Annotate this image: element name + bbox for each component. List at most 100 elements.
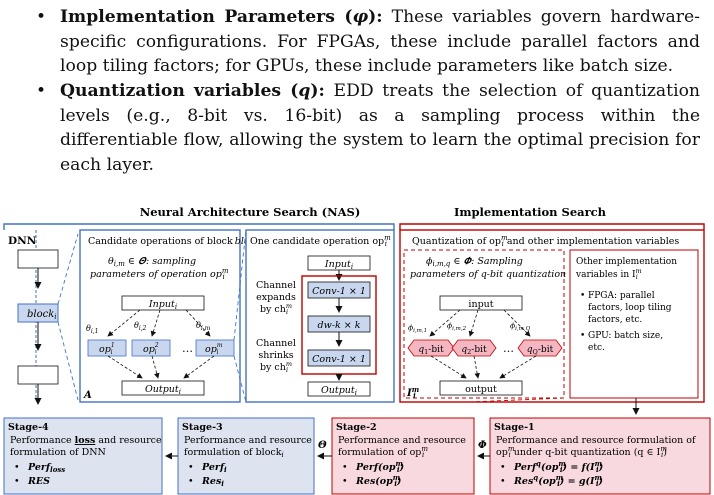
svg-text:•: • bbox=[500, 476, 506, 487]
q1-bit-node bbox=[407, 339, 455, 357]
quant-output-box bbox=[439, 380, 523, 396]
svg-text:Channel: Channel bbox=[256, 338, 296, 349]
svg-text:qQ-bit: qQ-bit bbox=[527, 345, 554, 356]
bullet-dot: • bbox=[36, 7, 47, 27]
quant-input-box bbox=[439, 295, 523, 311]
svg-text:expands: expands bbox=[256, 292, 296, 303]
nas-bracket bbox=[3, 223, 395, 230]
candidate-op-2 bbox=[131, 339, 171, 357]
svg-text:ϕi,m,1: ϕi,m,1 bbox=[408, 323, 427, 334]
svg-text:formulation of DNN: formulation of DNN bbox=[10, 447, 106, 458]
svg-text:ϕi,m,Q: ϕi,m,Q bbox=[510, 321, 531, 332]
bullet-text: These variables govern hardware-specific… bbox=[60, 7, 700, 77]
svg-text:Outputi: Outputi bbox=[321, 385, 357, 397]
svg-text:Performance and resource: Performance and resource bbox=[338, 435, 466, 446]
svg-text:•: • bbox=[580, 291, 585, 301]
svg-text:A: A bbox=[83, 390, 92, 401]
svg-text:•: • bbox=[188, 462, 194, 473]
svg-text:Perfi: Perfi bbox=[201, 462, 227, 474]
svg-text:…: … bbox=[503, 342, 514, 355]
bullet-quantization-variables: • Quantization variables (q): EDD treats… bbox=[36, 79, 700, 177]
svg-text:ϕi,m,2: ϕi,m,2 bbox=[447, 321, 467, 332]
svg-text:θi,m ∈ 𝜣: sampling: θi,m ∈ 𝜣: sampling bbox=[108, 256, 196, 268]
candidate-op-m bbox=[195, 339, 235, 357]
svg-text:formulation of blocki: formulation of blocki bbox=[184, 447, 284, 459]
svg-text:dw-k × k: dw-k × k bbox=[318, 320, 361, 331]
svg-text:output: output bbox=[465, 384, 497, 395]
svg-text:Inputi: Inputi bbox=[148, 299, 177, 311]
svg-text:Candidate operations of blockb: Candidate operations of blockblocki bbox=[88, 236, 264, 248]
theta-arrow-label: 𝜣 bbox=[318, 440, 327, 451]
q2-bit-node bbox=[451, 339, 497, 357]
svg-text:Perfloss: Perfloss bbox=[27, 462, 65, 474]
svg-text:•: • bbox=[342, 476, 348, 487]
svg-text:Imi: Imi bbox=[406, 385, 419, 400]
impl-title: Implementation Search bbox=[454, 205, 607, 219]
phi-arrow-label: 𝜱 bbox=[478, 440, 487, 451]
svg-text:θi,1: θi,1 bbox=[86, 324, 98, 335]
svg-text:Performance and resource: Performance and resource bbox=[184, 435, 312, 446]
svg-text:Performance loss and resource: Performance loss and resource bbox=[10, 435, 162, 446]
svg-text:•: • bbox=[188, 476, 194, 487]
svg-text:Stage-2: Stage-2 bbox=[336, 422, 377, 433]
svg-text:ϕi,m,q ∈ 𝜱: Sampling: ϕi,m,q ∈ 𝜱: Sampling bbox=[426, 256, 523, 268]
dnn-column: DNN blocki bbox=[8, 230, 59, 405]
dnn-label: DNN bbox=[8, 235, 37, 247]
candidate-input-box bbox=[121, 295, 205, 311]
stage-2-box: Stage-2 Performance and resource formula… bbox=[331, 417, 475, 495]
candidate-op-1 bbox=[87, 339, 127, 357]
stage-3-box: Stage-3 Performance and resource formula… bbox=[177, 417, 315, 495]
svg-text:Other implementation: Other implementation bbox=[576, 257, 677, 267]
svg-text:•: • bbox=[14, 462, 20, 473]
svg-text:θi,2: θi,2 bbox=[134, 321, 147, 332]
svg-text:Conv-1 × 1: Conv-1 × 1 bbox=[312, 286, 366, 297]
bullet-implementation-parameters: • Implementation Parameters (φ): These v… bbox=[36, 5, 700, 79]
svg-text:RES: RES bbox=[27, 476, 50, 487]
svg-text:Stage-3: Stage-3 bbox=[182, 422, 223, 433]
svg-text:factors, etc.: factors, etc. bbox=[588, 315, 642, 325]
svg-text:Performance and resource formu: Performance and resource formulation of bbox=[496, 435, 697, 446]
svg-text:factors, loop tiling: factors, loop tiling bbox=[588, 303, 672, 313]
svg-text:•: • bbox=[580, 331, 585, 341]
svg-text:•: • bbox=[14, 476, 20, 487]
edd-framework-figure: Neural Architecture Search (NAS) Impleme… bbox=[3, 205, 711, 495]
svg-text:Channel: Channel bbox=[256, 280, 296, 291]
qQ-bit-node bbox=[517, 339, 563, 357]
svg-text:input: input bbox=[468, 299, 493, 310]
svg-text:q2-bit: q2-bit bbox=[461, 345, 487, 356]
candidate-output-box bbox=[121, 380, 205, 396]
stage-4-box: Stage-4 Performance loss and resource fo… bbox=[3, 417, 163, 495]
conv2-box bbox=[307, 349, 371, 367]
svg-text:variables in Imi: variables in Imi bbox=[575, 267, 642, 281]
dnn-layer-box bbox=[17, 249, 59, 269]
svg-text:Conv-1 × 1: Conv-1 × 1 bbox=[312, 354, 366, 365]
dnn-layer-box bbox=[17, 365, 59, 385]
candidate-operations-panel: Candidate operations of blockblocki θi,m… bbox=[79, 229, 264, 403]
bullet-term: Implementation Parameters (φ): bbox=[60, 7, 383, 27]
svg-text:Outputi: Outputi bbox=[145, 384, 181, 396]
svg-text:blocki: blocki bbox=[27, 309, 57, 321]
svg-text:Resi: Resi bbox=[201, 476, 224, 488]
svg-text:parameters of q-bit quantizati: parameters of q-bit quantization bbox=[410, 269, 566, 280]
svg-text:Inputi: Inputi bbox=[324, 259, 353, 271]
bullet-term: Quantization variables (q): bbox=[60, 81, 325, 101]
stage-1-box: Stage-1 Performance and resource formula… bbox=[489, 417, 711, 495]
nas-title: Neural Architecture Search (NAS) bbox=[140, 205, 361, 219]
svg-text:etc.: etc. bbox=[588, 343, 605, 353]
svg-text:FPGA: parallel: FPGA: parallel bbox=[588, 291, 655, 301]
